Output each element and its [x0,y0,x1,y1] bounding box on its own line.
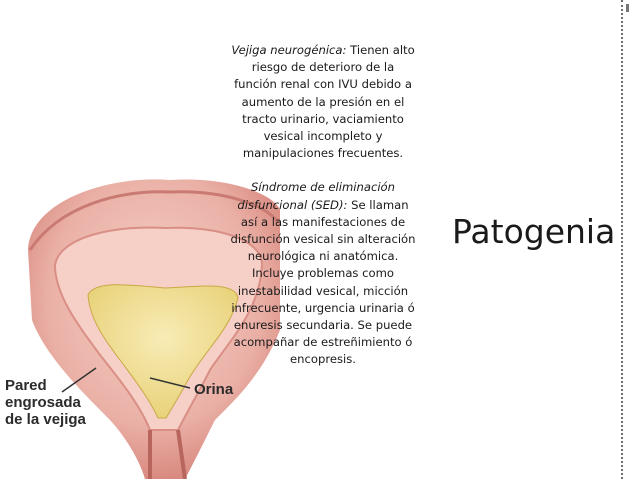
urine-fill [87,284,239,419]
pared-pointer-line [61,367,97,393]
paragraph-vejiga-neurogenica: Vejiga neurogénica: Tienen alto riesgo d… [230,42,416,162]
label-orina: Orina [194,381,234,398]
urethra [148,429,187,479]
paragraph-sed: Síndrome de eliminación disfuncional (SE… [230,179,416,368]
text-vejiga-neurogenica: Tienen alto riesgo de deterioro de la fu… [234,43,415,161]
label-pared-engrosada: Pared engrosada de la vejiga [5,377,86,428]
bladder-dome-ridge [28,190,280,251]
slide-edge-tick [626,4,629,12]
term-vejiga-neurogenica: Vejiga neurogénica: [231,43,347,57]
term-sed: Síndrome de eliminación disfuncional (SE… [237,180,396,212]
slide-edge-line [621,0,623,479]
body-text: Vejiga neurogénica: Tienen alto riesgo d… [230,42,416,369]
bladder-illustration [28,179,280,479]
slide-title: Patogenia [452,212,616,251]
text-sed: Se llaman así a las manifestaciones de d… [230,197,416,367]
orina-pointer-line [149,377,191,389]
